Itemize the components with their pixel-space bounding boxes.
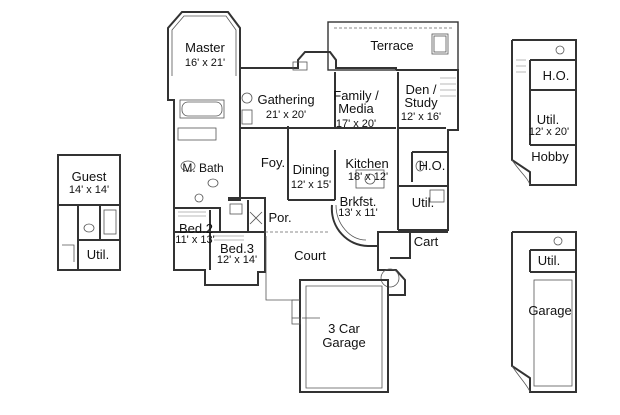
dining-label: Dining — [293, 162, 330, 177]
gathering-label: Gathering — [257, 92, 314, 107]
guest-dim: 14' x 14' — [69, 184, 109, 196]
cart-label: Cart — [414, 234, 439, 249]
court-label: Court — [294, 248, 326, 263]
family-label-1: Family / — [333, 88, 379, 103]
brkfst-dim: 13' x 11' — [338, 207, 377, 219]
util-alt-dim: 12' x 20' — [529, 126, 569, 138]
ho-main-label: H.O. — [419, 158, 446, 173]
util-alt-label: Util. — [537, 112, 559, 127]
terrace-label: Terrace — [370, 38, 413, 53]
garage-alt-label: Garage — [528, 303, 571, 318]
three-car-garage — [291, 279, 389, 393]
master-label: Master — [185, 40, 225, 55]
bed2-label: Bed.2 — [179, 221, 213, 236]
hobby-label: Hobby — [531, 149, 569, 164]
util-alt2-label: Util. — [538, 253, 560, 268]
family-dim: 17' x 20' — [336, 118, 376, 130]
garage-main-label-2: Garage — [322, 335, 365, 350]
den-label-1: Den / — [405, 82, 436, 97]
bed3-dim: 12' x 14' — [217, 254, 257, 266]
den-dim: 12' x 16' — [401, 111, 441, 123]
guest-label: Guest — [72, 169, 107, 184]
guest-plan — [57, 154, 121, 271]
mbath-label: M. Bath — [182, 161, 223, 175]
brkfst-label: Brkfst. — [340, 194, 377, 209]
den-label-2: Study — [404, 95, 438, 110]
kitchen-dim: 18' x 12' — [348, 171, 388, 183]
master-dim: 16' x 21' — [185, 57, 225, 69]
alt-plan-top — [511, 39, 577, 186]
room-labels: Master 16' x 21' Terrace Gathering 21' x… — [69, 38, 572, 350]
dining-dim: 12' x 15' — [291, 179, 331, 191]
family-label-2: Media — [338, 101, 374, 116]
main-house-fixtures — [177, 33, 456, 288]
bed3-label: Bed.3 — [220, 241, 254, 256]
util-main-label: Util. — [412, 195, 434, 210]
foyer-label: Foy. — [261, 155, 285, 170]
util-guest-label: Util. — [87, 247, 109, 262]
garage-main-label-1: 3 Car — [328, 321, 360, 336]
bed2-dim: 11' x 13' — [175, 234, 214, 246]
gathering-dim: 21' x 20' — [266, 109, 306, 121]
porch-label: Por. — [268, 210, 291, 225]
kitchen-label: Kitchen — [345, 156, 388, 171]
ho-alt-label: H.O. — [543, 68, 570, 83]
alt-plan-bottom — [511, 231, 577, 393]
main-house-walls — [167, 11, 459, 319]
